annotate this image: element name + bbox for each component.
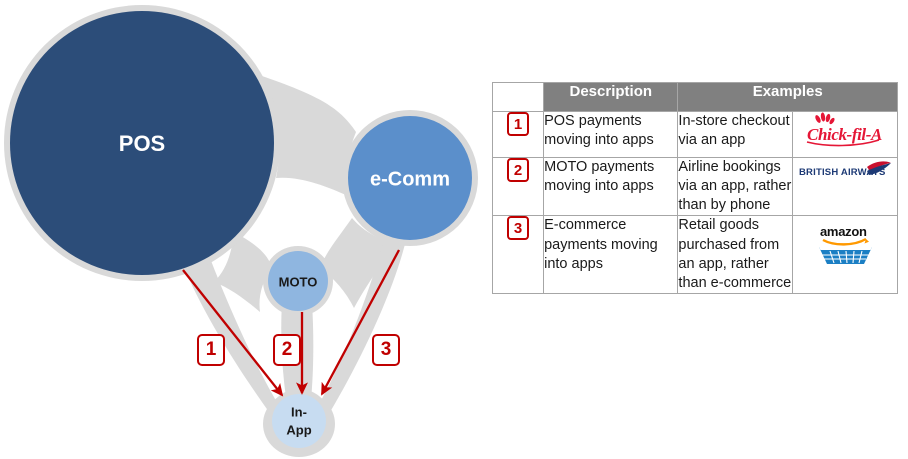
legend-table-container: Description Examples 1 POS payments movi… xyxy=(491,82,899,294)
row-3-description: E-commerce payments moving into apps xyxy=(543,215,679,294)
header-description: Description xyxy=(543,82,679,112)
node-moto[interactable]: MOTO xyxy=(263,246,333,316)
svg-text:Chick-fil-A: Chick-fil-A xyxy=(807,125,882,144)
row-3-number-badge: 3 xyxy=(507,216,530,241)
legend-table: Description Examples 1 POS payments movi… xyxy=(491,82,899,294)
flow-badge-3: 3 xyxy=(372,334,400,366)
row-2-number-badge: 2 xyxy=(507,158,530,182)
node-inapp-label-line2: App xyxy=(286,422,311,437)
svg-text:BRITISH AIRWAYS: BRITISH AIRWAYS xyxy=(799,167,886,178)
british-airways-logo: BRITISH AIRWAYS xyxy=(797,158,893,184)
row-3-logo-cell: amazon xyxy=(791,215,899,294)
node-ecomm-label: e-Comm xyxy=(370,168,450,190)
header-number-blank xyxy=(491,82,545,112)
row-1-logo-cell: Chick-fil-A xyxy=(791,111,899,158)
chick-fil-a-logo: Chick-fil-A xyxy=(801,112,889,152)
arrow-1-pos-to-inapp xyxy=(182,269,284,397)
table-row: 1 POS payments moving into apps In-store… xyxy=(491,111,899,158)
node-pos-circle xyxy=(10,11,274,275)
row-1-number-cell: 1 xyxy=(491,111,545,158)
node-pos-label: POS xyxy=(119,131,165,156)
node-ecomm-circle xyxy=(348,116,472,240)
flow-badge-2: 2 xyxy=(273,334,301,366)
row-2-logo-cell: BRITISH AIRWAYS xyxy=(791,156,899,217)
header-examples: Examples xyxy=(677,82,898,112)
row-3-number-cell: 3 xyxy=(491,215,545,294)
table-header-row: Description Examples xyxy=(491,82,898,112)
node-inapp-label-line1: In- xyxy=(291,404,307,419)
row-1-number-badge: 1 xyxy=(507,112,530,136)
row-2-number-cell: 2 xyxy=(491,156,545,217)
node-inapp-circle xyxy=(272,394,326,448)
row-2-description: MOTO payments moving into apps xyxy=(543,156,679,217)
node-inapp[interactable]: In- App xyxy=(267,389,331,453)
row-3-example: Retail goods purchased from an app, rath… xyxy=(677,215,793,294)
node-moto-circle xyxy=(268,251,328,311)
row-1-example: In-store checkout via an app xyxy=(677,111,793,158)
row-2-example: Airline bookings via an app, rather than… xyxy=(677,156,793,217)
table-row: 2 MOTO payments moving into apps Airline… xyxy=(491,156,899,217)
node-pos[interactable]: POS xyxy=(4,5,280,281)
flow-badge-1: 1 xyxy=(197,334,225,366)
amazon-logo: amazon xyxy=(813,216,876,269)
row-1-description: POS payments moving into apps xyxy=(543,111,679,158)
node-moto-label: MOTO xyxy=(279,274,318,289)
svg-text:amazon: amazon xyxy=(820,224,867,239)
table-row: 3 E-commerce payments moving into apps R… xyxy=(491,215,899,294)
arrow-3-ecomm-to-inapp xyxy=(320,249,401,396)
node-ecomm[interactable]: e-Comm xyxy=(342,110,478,246)
flow-arrows xyxy=(182,249,401,397)
payments-bubble-diagram: POS e-Comm MOTO In- App 1 2 3 xyxy=(4,5,478,457)
